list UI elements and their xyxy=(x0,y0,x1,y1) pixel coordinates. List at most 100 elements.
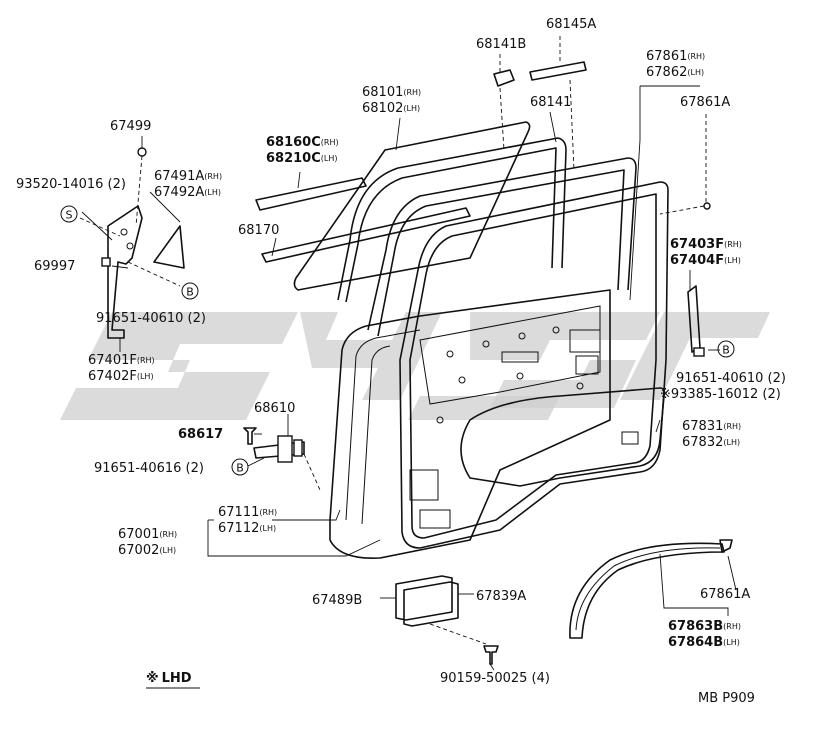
callout-b1: B xyxy=(186,286,194,299)
door-trim-board xyxy=(460,387,666,487)
svg-text:67112(LH): 67112(LH) xyxy=(218,521,276,536)
corner-cover xyxy=(153,225,185,269)
label-68170: 68170 xyxy=(238,223,279,238)
label-68610: 68610 xyxy=(254,401,295,416)
svg-text:67402F(LH): 67402F(LH) xyxy=(88,369,154,384)
suffix-rh: (RH) xyxy=(159,530,177,539)
pin-68617 xyxy=(243,427,257,445)
svg-text:68160C(RH): 68160C(RH) xyxy=(266,135,339,150)
label-67112-lh: 67112 xyxy=(218,521,259,536)
svg-text:※LHD: ※LHD xyxy=(146,671,192,686)
suffix-lh: (LH) xyxy=(159,546,176,555)
label-67831-rh: 67831 xyxy=(682,419,723,434)
door-weatherstrip xyxy=(399,181,669,549)
screw-90159 xyxy=(483,645,499,665)
suffix-rh: (RH) xyxy=(321,138,339,147)
suffix-lh: (LH) xyxy=(321,154,338,163)
door-sash xyxy=(367,157,637,331)
door-panel xyxy=(329,289,611,559)
label-91651-40610-left: 91651-40610 (2) xyxy=(96,311,206,326)
svg-text:67404F(LH): 67404F(LH) xyxy=(670,253,741,268)
label-67862-lh: 67862 xyxy=(646,65,687,80)
arch-weatherstrip xyxy=(569,542,725,639)
label-67861a-top: 67861A xyxy=(680,95,730,110)
label-67861-rh: 67861 xyxy=(646,49,687,64)
glass-run xyxy=(337,137,567,301)
callout-b3: B xyxy=(236,462,244,475)
label-67111-rh: 67111 xyxy=(218,505,259,520)
suffix-lh: (LH) xyxy=(137,372,154,381)
svg-text:67864B(LH): 67864B(LH) xyxy=(668,635,740,650)
suffix-rh: (RH) xyxy=(259,508,277,517)
legend-symbol: ※ xyxy=(146,671,159,686)
door-drawing xyxy=(101,61,733,665)
suffix-lh: (LH) xyxy=(724,256,741,265)
suffix-rh: (RH) xyxy=(723,422,741,431)
part-labels: 68145A 68141B 67861(RH) 67862(LH) 68101(… xyxy=(16,17,786,706)
label-67492a-lh: 67492A xyxy=(154,185,204,200)
label-68160c-rh: 68160C xyxy=(266,135,321,150)
label-93385: ※93385-16012 (2) xyxy=(660,387,781,402)
svg-text:68102(LH): 68102(LH) xyxy=(362,101,420,116)
pad-67489b xyxy=(395,575,453,621)
stopper-69997 xyxy=(101,257,111,267)
pad-67839a xyxy=(403,581,459,627)
suffix-lh: (LH) xyxy=(723,438,740,447)
callout-symbols: S B B B xyxy=(60,205,735,476)
label-67402f-lh: 67402F xyxy=(88,369,137,384)
svg-text:67832(LH): 67832(LH) xyxy=(682,435,740,450)
suffix-lh: (LH) xyxy=(403,104,420,113)
suffix-lh: (LH) xyxy=(259,524,276,533)
label-67499: 67499 xyxy=(110,119,151,134)
svg-text:67403F(RH): 67403F(RH) xyxy=(670,237,742,252)
svg-text:67492A(LH): 67492A(LH) xyxy=(154,185,221,200)
svg-text:67491A(RH): 67491A(RH) xyxy=(154,169,222,184)
svg-text:67001(RH): 67001(RH) xyxy=(118,527,177,542)
label-67861a-bottom: 67861A xyxy=(700,587,750,602)
door-glass xyxy=(293,121,531,291)
suffix-lh: (LH) xyxy=(723,638,740,647)
clip-67499 xyxy=(137,147,147,157)
label-67404f-lh: 67404F xyxy=(670,253,724,268)
suffix-rh: (RH) xyxy=(687,52,705,61)
leader-lines xyxy=(79,36,737,671)
weatherstrip-belt xyxy=(261,207,471,263)
svg-text:67111(RH): 67111(RH) xyxy=(218,505,277,520)
label-69997: 69997 xyxy=(34,259,75,274)
label-67839a: 67839A xyxy=(476,589,526,604)
label-68141b: 68141B xyxy=(476,37,526,52)
hinge xyxy=(107,205,143,339)
label-67863b-rh: 67863B xyxy=(668,619,723,634)
svg-text:68210C(LH): 68210C(LH) xyxy=(266,151,338,166)
label-68141: 68141 xyxy=(530,95,571,110)
label-68102-lh: 68102 xyxy=(362,101,403,116)
label-67001-rh: 67001 xyxy=(118,527,159,542)
watermark-logo xyxy=(60,312,770,420)
label-67832-lh: 67832 xyxy=(682,435,723,450)
svg-text:67861(RH): 67861(RH) xyxy=(646,49,705,64)
label-67401f-rh: 67401F xyxy=(88,353,137,368)
callout-b2: B xyxy=(722,344,730,357)
suffix-rh: (RH) xyxy=(137,356,155,365)
label-67864b-lh: 67864B xyxy=(668,635,723,650)
label-91651-40610-right: 91651-40610 (2) xyxy=(676,371,786,386)
label-93520: 93520-14016 (2) xyxy=(16,177,126,192)
label-68101-rh: 68101 xyxy=(362,85,403,100)
svg-text:67831(RH): 67831(RH) xyxy=(682,419,741,434)
svg-text:67863B(RH): 67863B(RH) xyxy=(668,619,741,634)
svg-text:67002(LH): 67002(LH) xyxy=(118,543,176,558)
bracket-68141b xyxy=(493,69,515,87)
label-68145a: 68145A xyxy=(546,17,596,32)
suffix-rh: (RH) xyxy=(723,622,741,631)
label-67489b: 67489B xyxy=(312,593,362,608)
label-67403f-rh: 67403F xyxy=(670,237,724,252)
suffix-rh: (RH) xyxy=(403,88,421,97)
seal-68145a xyxy=(529,61,587,81)
label-67002-lh: 67002 xyxy=(118,543,159,558)
diagram-id: MB P909 xyxy=(698,691,755,706)
suffix-lh: (LH) xyxy=(204,188,221,197)
label-68617: 68617 xyxy=(178,427,223,442)
callout-s: S xyxy=(66,209,73,222)
svg-text:67862(LH): 67862(LH) xyxy=(646,65,704,80)
